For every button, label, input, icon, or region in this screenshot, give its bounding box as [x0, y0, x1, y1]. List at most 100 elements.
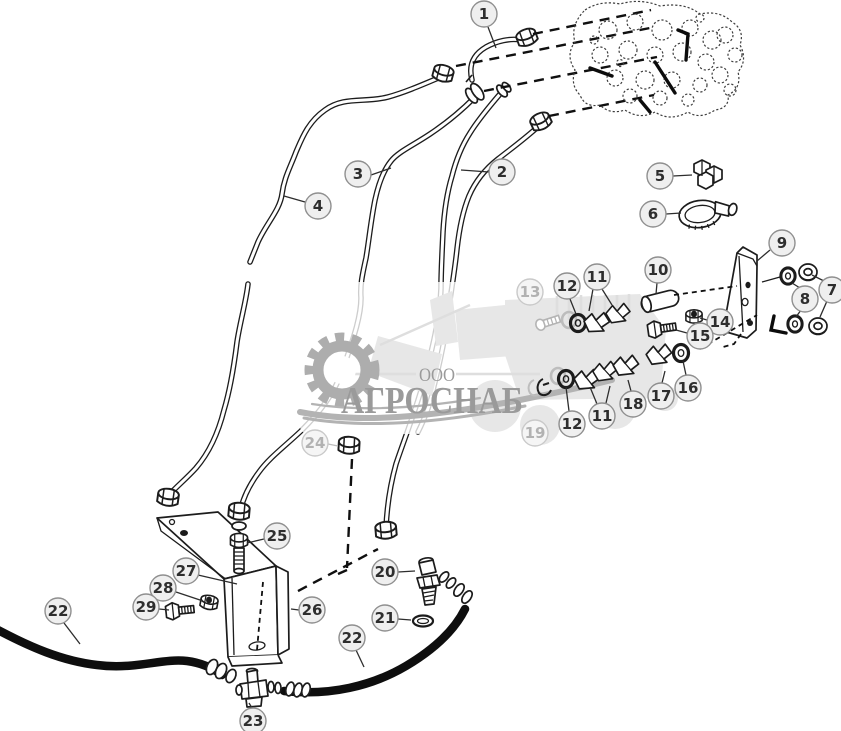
- callout-9: 9: [756, 229, 796, 262]
- svg-text:12: 12: [557, 277, 578, 295]
- svg-text:11: 11: [587, 268, 608, 286]
- svg-text:27: 27: [176, 562, 197, 580]
- fitting-flange-top-3: [464, 82, 485, 104]
- part-13-bolt-muted: [535, 314, 562, 331]
- svg-text:19: 19: [525, 424, 546, 442]
- svg-text:23: 23: [243, 712, 264, 730]
- part-12-grommet-lower: [549, 366, 576, 390]
- steel-tubes: [167, 8, 658, 531]
- part-19-clip-muted: [527, 378, 552, 397]
- part-14-nut: [685, 309, 703, 324]
- callout-26: 26: [290, 596, 326, 624]
- callout-29: 29: [132, 593, 170, 621]
- svg-text:29: 29: [136, 598, 157, 616]
- callout-4: 4: [283, 192, 332, 220]
- svg-text:8: 8: [800, 290, 810, 308]
- bottom-assembly: [0, 435, 474, 708]
- callout-13: 13: [516, 278, 544, 306]
- grommet-to-bracket-line: [761, 276, 781, 283]
- svg-text:7: 7: [827, 281, 837, 299]
- svg-text:20: 20: [375, 563, 396, 581]
- hose-left-end-fitting: [205, 658, 237, 684]
- svg-text:25: 25: [267, 527, 288, 545]
- svg-text:5: 5: [655, 167, 665, 185]
- callout-20: 20: [371, 558, 416, 586]
- pipe3-end-nut: [227, 500, 252, 522]
- callout-18: 18: [619, 379, 647, 418]
- callout-7: 7: [811, 274, 841, 318]
- part-21-o-ring: [411, 614, 435, 628]
- svg-text:9: 9: [777, 234, 787, 252]
- svg-text:12: 12: [562, 415, 583, 433]
- callout-10: 10: [644, 256, 672, 295]
- svg-text:10: 10: [648, 261, 669, 279]
- part-7-washer-upper: [798, 263, 818, 282]
- svg-text:2: 2: [497, 163, 507, 181]
- svg-text:26: 26: [302, 601, 323, 619]
- fitting-nut-top-1: [513, 25, 540, 50]
- part-9-bracket: [722, 246, 788, 348]
- hose-22-right: [279, 604, 470, 697]
- callout-16: 16: [674, 360, 702, 402]
- callout-21: 21: [371, 604, 412, 632]
- part-10-spacer: [640, 289, 680, 314]
- svg-text:11: 11: [592, 407, 613, 425]
- part-8-grommet-upper: [779, 266, 797, 286]
- callout-15: 15: [675, 322, 714, 350]
- svg-text:14: 14: [710, 313, 731, 331]
- svg-text:22: 22: [342, 629, 363, 647]
- callout-8: 8: [791, 282, 819, 318]
- part-12-grommet-upper: [560, 310, 588, 334]
- svg-text:24: 24: [305, 434, 326, 452]
- callout-23: 23: [239, 702, 267, 731]
- callout-6: 6: [639, 200, 682, 228]
- callout-3: 3: [344, 160, 392, 188]
- part-5-connector: [693, 159, 723, 190]
- callout-19: 19: [521, 419, 549, 447]
- part-26-bracket: [156, 511, 290, 667]
- part-16-washer: [671, 342, 691, 364]
- part-25-stud: [229, 521, 249, 575]
- pipe2-end-nut: [373, 519, 398, 541]
- svg-text:4: 4: [313, 197, 323, 215]
- callout-25: 25: [246, 522, 291, 550]
- nut24-hidden-line: [337, 458, 354, 576]
- assembly-dashed-lines: [455, 8, 658, 118]
- part-24-nut: [337, 435, 361, 456]
- part-6-hose-clamp: [678, 199, 738, 230]
- svg-text:18: 18: [623, 395, 644, 413]
- hose-22-left: [0, 626, 227, 680]
- svg-text:13: 13: [520, 283, 541, 301]
- callout-17: 17: [647, 370, 675, 410]
- hose-1-elbow: [465, 36, 524, 83]
- svg-text:3: 3: [353, 165, 363, 183]
- callout-11: 11: [588, 385, 616, 430]
- callout-14: 14: [699, 308, 734, 336]
- part-29-bolt: [164, 599, 196, 622]
- fitting-flange-pipe2: [495, 81, 512, 98]
- callout-24: 24: [301, 429, 339, 457]
- callout-22: 22: [44, 597, 81, 645]
- svg-text:15: 15: [690, 327, 711, 345]
- svg-text:28: 28: [153, 579, 174, 597]
- callout-22: 22: [338, 624, 366, 668]
- part-7-washer-lower: [808, 317, 828, 336]
- callout-12: 12: [558, 386, 586, 438]
- part-20-elbow-fitting: [416, 556, 474, 606]
- part-8-grommet-lower: [786, 314, 804, 334]
- org-name-text: АГРОСНАБ: [341, 380, 523, 422]
- part-28-nut: [198, 593, 220, 612]
- pipe-4: [167, 73, 446, 497]
- svg-text:17: 17: [651, 387, 672, 405]
- callout-12: 12: [553, 272, 581, 315]
- org-type-text: ООО: [419, 365, 455, 386]
- callout-layer: 1234567891011121314151617181112192021222…: [44, 0, 841, 731]
- callout-1: 1: [470, 0, 498, 49]
- gear-logo: [297, 332, 615, 426]
- part-23-t-fitting: [235, 667, 282, 708]
- svg-text:21: 21: [375, 609, 396, 627]
- svg-text:16: 16: [678, 379, 699, 397]
- callout-27: 27: [172, 557, 238, 585]
- pipe4-end-nut: [155, 486, 181, 509]
